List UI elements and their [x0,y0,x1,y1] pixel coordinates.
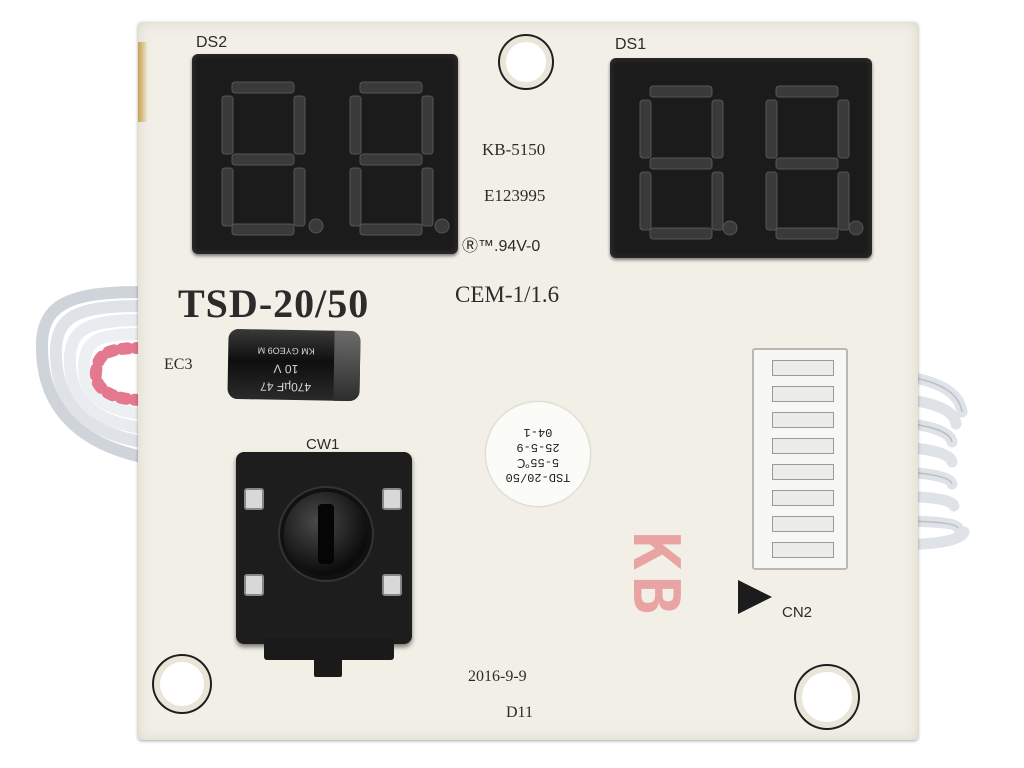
rotary-encoder[interactable] [236,452,412,644]
material-label: CEM-1/1.6 [455,282,560,307]
model-label: TSD-20/50 [178,281,370,326]
encoder-tab [314,655,342,677]
encoder-knob[interactable] [284,492,368,576]
ul-rating-label: Ⓡ™.94V-0 [462,238,541,255]
ds2-segments [221,81,450,236]
encoder-base [264,638,394,660]
capacitor-line-2: 10 V [273,361,299,377]
encoder-ref-cw1: CW1 [306,436,340,453]
seven-segment-display-ds2 [192,54,458,254]
connector-pin [772,412,834,428]
date-code-label: 2016-9-9 [468,668,527,685]
display-label-ds2: DS2 [196,34,228,51]
connector-pin [772,490,834,506]
ul-file-label: E123995 [484,186,546,205]
encoder-screw [244,488,264,510]
capacitor-markings: 470µF 47 10 V KM GYEO9 M [233,335,338,397]
connector-pin [772,542,834,558]
connector-pin [772,386,834,402]
pin1-arrow-icon [738,580,772,614]
display-label-ds1: DS1 [615,36,647,53]
sticker-line-2: 5-55℃ [516,455,560,469]
revision-label: D11 [506,704,533,721]
board-edge-stain [138,42,148,122]
capacitor-ref-ec3: EC3 [164,356,193,373]
sticker-line-1: TSD-20/50 [505,470,571,484]
capacitor-line-1: 470µF 47 [260,379,312,395]
capacitor-line-3: KM GYEO9 M [257,345,315,357]
part-number-label: KB-5150 [482,140,546,159]
connector-pin [772,438,834,454]
connector-pin [772,360,834,376]
mounting-hole-top [500,36,552,88]
kb-stamp: KB [618,531,692,621]
sticker-line-3: 25-5-9 [516,440,560,454]
connector-pin [772,464,834,480]
mounting-hole-bottom-left [154,656,210,712]
ds1-segments [639,85,864,240]
connector-ref-cn2: CN2 [782,604,813,621]
connector-pin [772,516,834,532]
encoder-screw [382,574,402,596]
encoder-screw [382,488,402,510]
connector-cn2 [752,348,848,570]
encoder-knob-slot [318,504,334,564]
electrolytic-capacitor: 470µF 47 10 V KM GYEO9 M [227,328,361,402]
encoder-screw [244,574,264,596]
mounting-hole-bottom-right [796,666,858,728]
sticker-line-4: 04-1 [523,425,553,439]
sticker-text: TSD-20/50 5-55℃ 25-5-9 04-1 [486,402,590,506]
seven-segment-display-ds1 [610,58,872,258]
qc-sticker: TSD-20/50 5-55℃ 25-5-9 04-1 [486,402,590,506]
left-ribbon-cable [35,286,142,463]
